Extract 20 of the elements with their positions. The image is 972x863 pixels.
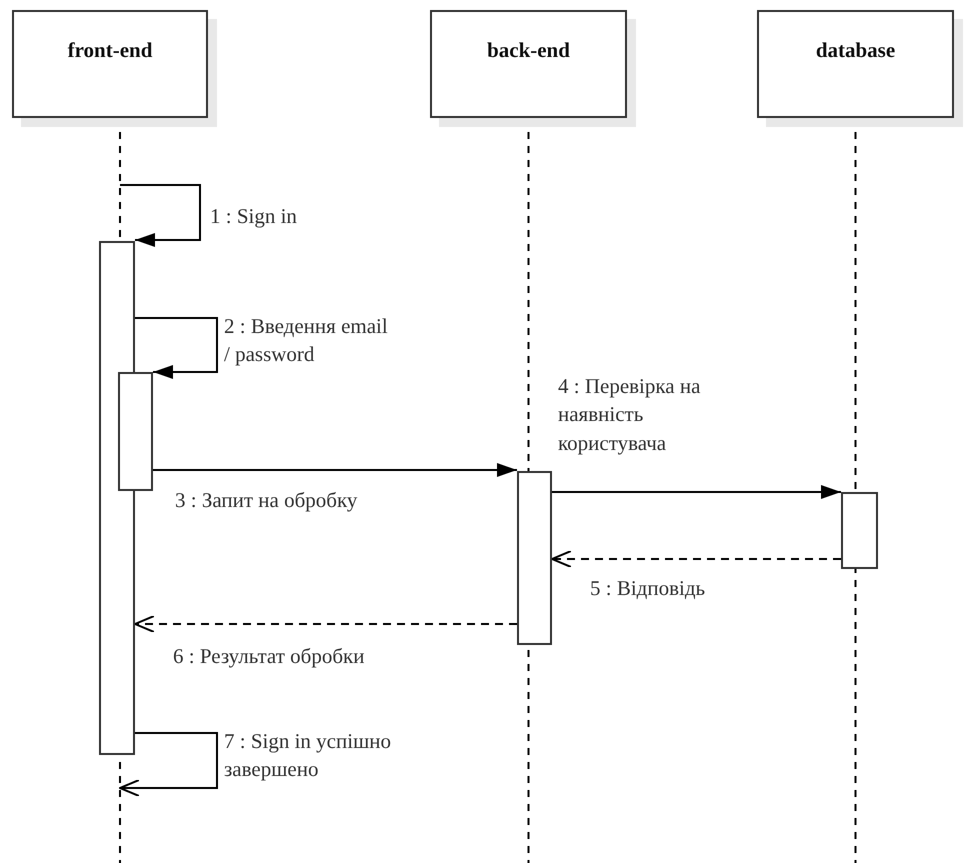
participant-name: front-end bbox=[68, 38, 152, 63]
message-label: 1 : Sign in bbox=[210, 203, 297, 230]
message-label: 3 : Запит на обробку bbox=[175, 487, 358, 514]
activation-bar bbox=[118, 372, 153, 491]
message-label: 5 : Відповідь bbox=[590, 575, 706, 602]
message-label: 4 : Перевірка на наявність користувача bbox=[558, 373, 702, 457]
message-label: 6 : Результат обробки bbox=[173, 643, 364, 670]
message-arrow bbox=[552, 485, 841, 499]
participant-name: database bbox=[816, 38, 896, 63]
return-arrow bbox=[134, 615, 517, 633]
return-arrow bbox=[551, 550, 841, 568]
message-arrow bbox=[153, 463, 517, 477]
activation-bar bbox=[517, 471, 552, 645]
message-arrow bbox=[119, 732, 218, 797]
activation-bar bbox=[841, 492, 878, 569]
message-label: 7 : Sign in успішно завершено bbox=[224, 728, 392, 784]
message-arrow bbox=[135, 317, 218, 379]
participant-name: back-end bbox=[487, 38, 570, 63]
message-label: 2 : Введення email / password bbox=[224, 313, 389, 368]
message-arrow bbox=[120, 184, 201, 247]
